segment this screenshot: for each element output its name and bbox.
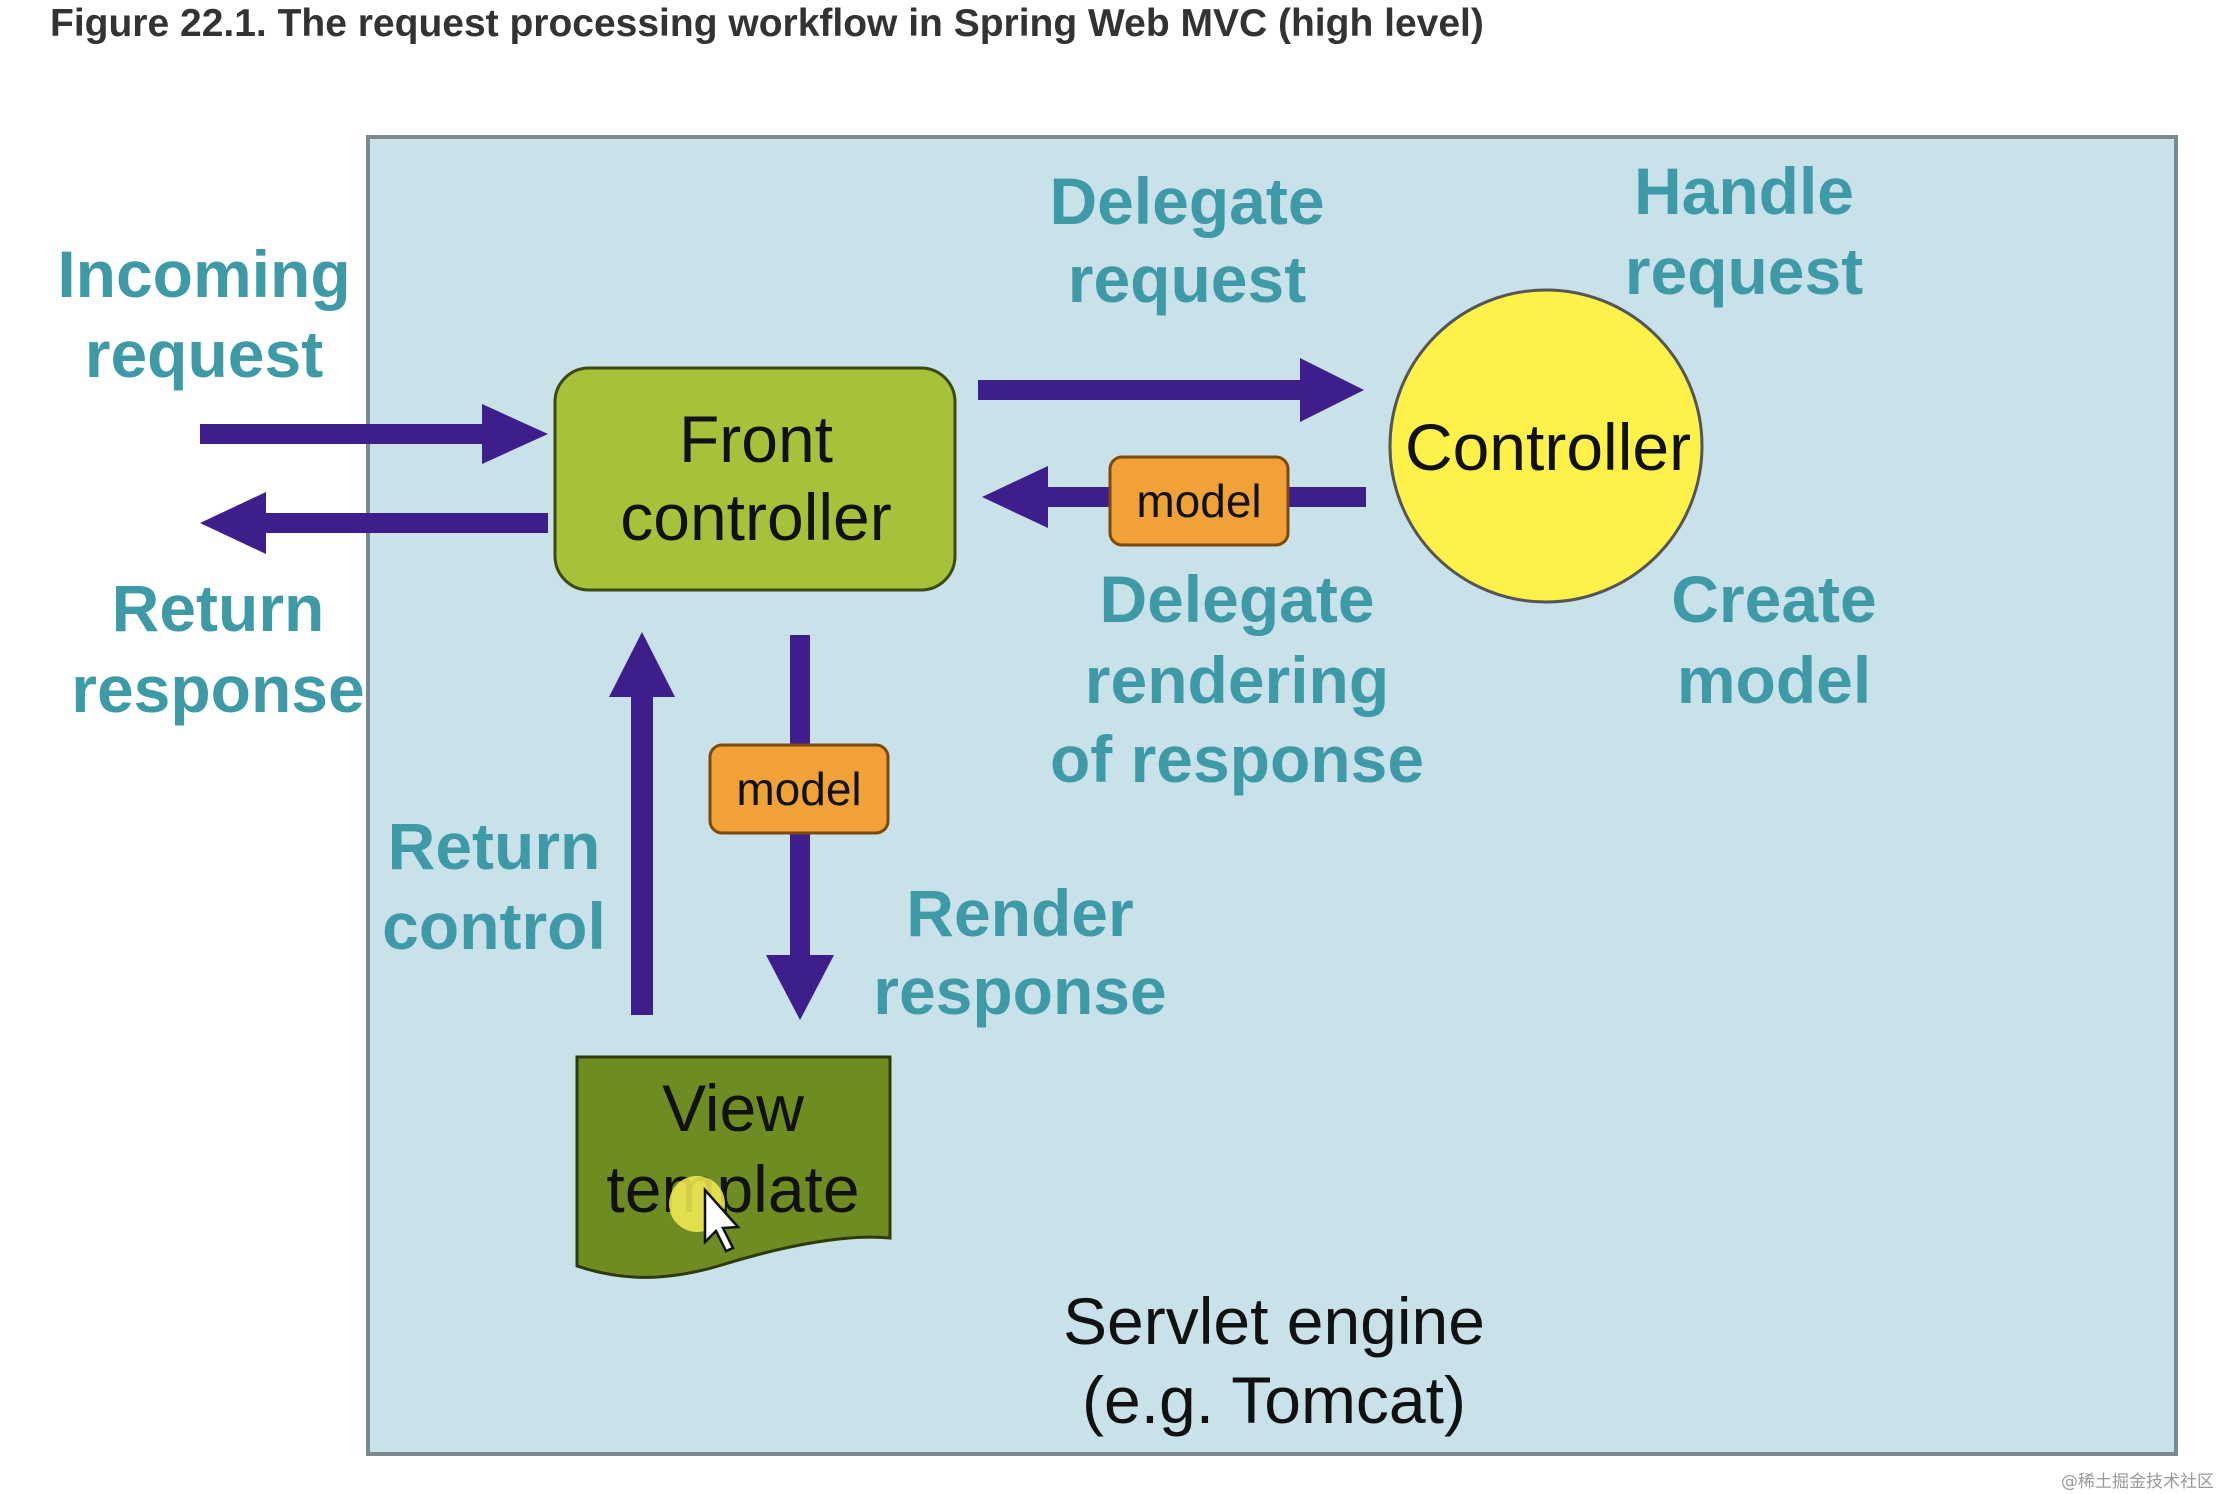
- return-response-label-line2: response: [71, 652, 364, 726]
- delegate-request-label-line1: Delegate: [1049, 164, 1324, 238]
- handle-request-label-line1: Handle: [1634, 154, 1854, 228]
- delegate-request-arrow: [978, 358, 1364, 422]
- return-response-label-line1: Return: [112, 571, 325, 645]
- model-badge-top-label: model: [1136, 475, 1261, 527]
- create-model-label-line2: model: [1677, 643, 1871, 717]
- controller-circle: [1388, 288, 1704, 604]
- servlet-engine-label-line1: Servlet engine: [1063, 1284, 1485, 1358]
- model-badge-top: [1108, 455, 1290, 547]
- return-control-label-line2: control: [382, 889, 606, 963]
- return-control-arrow: [609, 632, 675, 1015]
- view-template-label-line2: template: [606, 1152, 859, 1226]
- view-template-shape: [575, 1055, 892, 1279]
- figure-title: Figure 22.1. The request processing work…: [50, 2, 1484, 45]
- create-model-label-line1: Create: [1671, 562, 1876, 636]
- delegate-rendering-label-line2: rendering: [1085, 643, 1389, 717]
- render-response-label-line2: response: [873, 954, 1166, 1028]
- incoming-request-label-line1: Incoming: [57, 237, 350, 311]
- view-template-label-line1: View: [662, 1071, 804, 1145]
- front-controller-box: [553, 366, 957, 592]
- incoming-request-label-line2: request: [85, 317, 323, 391]
- return-response-arrow: [200, 492, 548, 554]
- handle-request-label-line2: request: [1625, 234, 1863, 308]
- delegate-rendering-label-line3: of response: [1050, 722, 1424, 796]
- watermark: @稀土掘金技术社区: [2061, 1472, 2214, 1492]
- return-control-label-line1: Return: [388, 809, 601, 883]
- delegate-request-label-line2: request: [1068, 242, 1306, 316]
- model-badge-bottom-label: model: [736, 763, 861, 815]
- front-controller-label-line2: controller: [620, 480, 891, 554]
- render-response-label-line1: Render: [906, 876, 1133, 950]
- controller-label: Controller: [1405, 410, 1691, 484]
- mouse-pointer-icon: [703, 1186, 741, 1253]
- delegate-rendering-label-line1: Delegate: [1099, 562, 1374, 636]
- incoming-request-arrow: [200, 404, 548, 464]
- servlet-engine-label-line2: (e.g. Tomcat): [1082, 1363, 1466, 1437]
- front-controller-label-line1: Front: [679, 402, 833, 476]
- model-badge-bottom: [708, 743, 890, 835]
